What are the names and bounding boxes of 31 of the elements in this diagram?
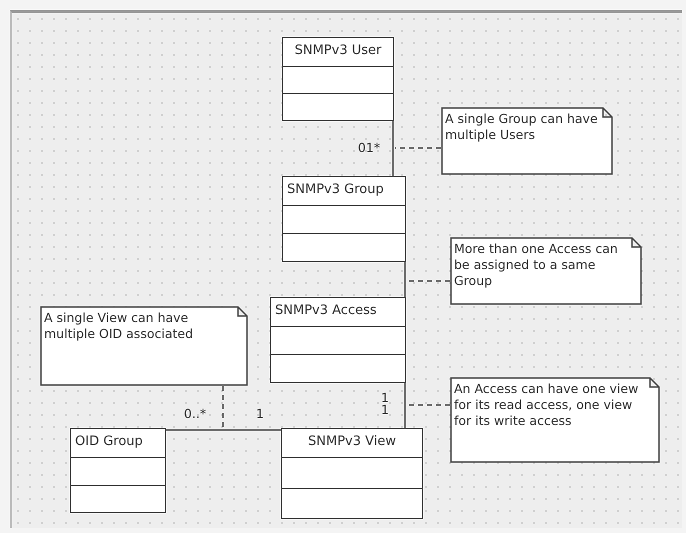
multiplicity-label: 1 — [381, 403, 389, 417]
class-name: SNMPv3 View — [307, 433, 397, 451]
note-connector — [406, 280, 450, 282]
note-box — [450, 377, 660, 463]
note-connector — [222, 386, 224, 430]
multiplicity-label: 1 — [256, 407, 264, 421]
note-text: An Access can have one view for its read access, one view for its write access — [454, 381, 640, 429]
association-line — [166, 429, 281, 431]
class-box — [282, 176, 406, 262]
multiplicity-label: 0..* — [184, 407, 206, 421]
note-connector — [406, 404, 450, 406]
note-box — [450, 237, 642, 305]
class-box — [281, 428, 423, 519]
note-text: More than one Access can be assigned to a same Group — [454, 241, 619, 289]
class-name: SNMPv3 Group — [286, 181, 385, 199]
association-line — [404, 262, 406, 297]
association-line — [404, 383, 406, 428]
association-line — [392, 121, 394, 176]
class-box — [282, 37, 394, 121]
note-box — [40, 306, 248, 386]
multiplicity-label: 01* — [358, 141, 380, 155]
class-box — [270, 297, 406, 383]
note-connector — [395, 147, 441, 149]
class-name: OID Group — [74, 433, 144, 451]
class-box — [70, 428, 166, 513]
note-text: A single View can have multiple OID associated — [44, 310, 194, 342]
class-name: SNMPv3 User — [294, 42, 382, 60]
note-text: A single Group can have multiple Users — [445, 111, 599, 143]
note-box — [441, 107, 613, 175]
class-name: SNMPv3 Access — [274, 302, 378, 320]
multiplicity-label: 1 — [381, 391, 389, 405]
